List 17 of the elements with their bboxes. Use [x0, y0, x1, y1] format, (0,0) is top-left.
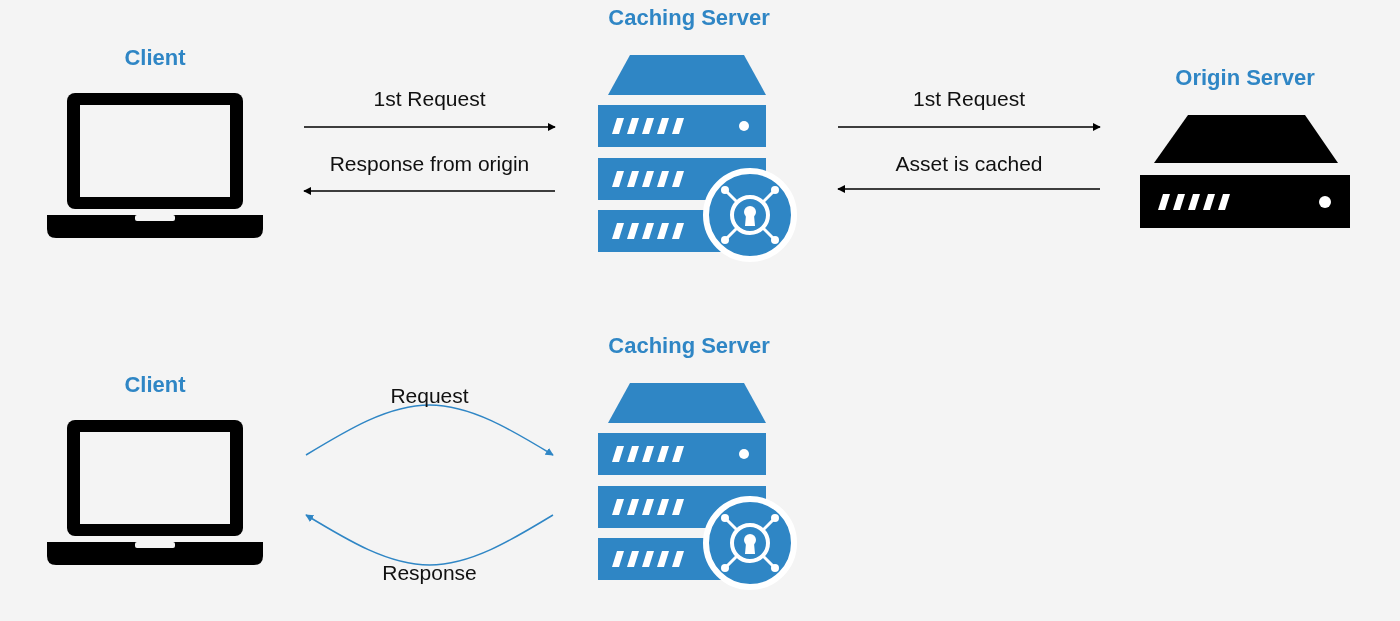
node-title: Client — [123, 45, 187, 71]
arrow — [837, 185, 1101, 193]
node-title: Caching Server — [607, 5, 771, 31]
node-title: Caching Server — [607, 333, 771, 359]
arrow — [305, 404, 554, 456]
arrow — [303, 123, 556, 131]
node-title: Origin Server — [1174, 65, 1316, 91]
arrow — [837, 123, 1101, 131]
edge-label: Response — [382, 561, 477, 585]
edge-label: 1st Request — [912, 87, 1026, 111]
arrow — [303, 187, 556, 195]
node-title: Client — [123, 372, 187, 398]
edge-label: 1st Request — [373, 87, 486, 111]
edge-label: Asset is cached — [895, 152, 1043, 176]
edge-label: Request — [390, 384, 469, 408]
edge-label: Response from origin — [329, 152, 530, 176]
arrow — [305, 514, 554, 566]
